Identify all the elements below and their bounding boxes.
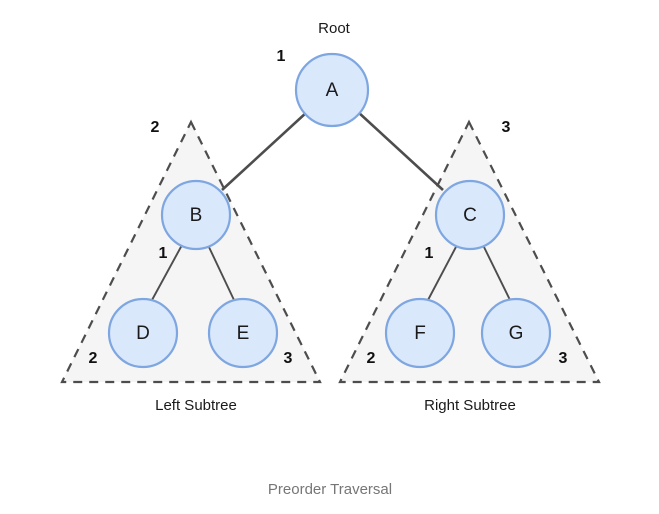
node-f[interactable]: F	[384, 297, 456, 369]
node-b-circle[interactable]	[160, 179, 232, 251]
left-subtree-caption: Left Subtree	[155, 397, 237, 414]
order-number-left-bottom-right: 3	[284, 350, 293, 367]
order-number-root: 1	[277, 48, 286, 65]
node-c-label: C	[463, 205, 477, 226]
figure-caption: Preorder Traversal	[268, 481, 392, 498]
right-subtree-caption: Right Subtree	[424, 397, 516, 414]
left-subtree-region	[60, 119, 322, 384]
node-b-label: B	[190, 205, 203, 226]
node-c-circle[interactable]	[434, 179, 506, 251]
right-subtree-region	[338, 119, 601, 384]
node-a[interactable]: A	[294, 52, 370, 128]
node-a-label: A	[326, 80, 339, 101]
node-f-circle[interactable]	[384, 297, 456, 369]
left-subtree-triangle	[60, 119, 322, 384]
node-e[interactable]: E	[207, 297, 279, 369]
right-subtree-triangle	[338, 119, 601, 384]
node-c[interactable]: C	[434, 179, 506, 251]
order-number-right-parent: 1	[425, 245, 434, 262]
node-b[interactable]: B	[160, 179, 232, 251]
node-e-label: E	[237, 323, 250, 344]
node-e-circle[interactable]	[207, 297, 279, 369]
edge-b-to-d	[151, 244, 183, 301]
order-number-left-parent: 1	[159, 245, 168, 262]
node-f-label: F	[414, 323, 426, 344]
node-d-circle[interactable]	[107, 297, 179, 369]
node-g[interactable]: G	[480, 297, 552, 369]
node-d[interactable]: D	[107, 297, 179, 369]
edge-root-to-right-child	[357, 111, 444, 191]
order-number-right-apex: 3	[502, 119, 511, 136]
order-number-left-apex: 2	[151, 119, 160, 136]
order-number-right-bottom-left: 2	[367, 350, 376, 367]
order-number-left-bottom-left: 2	[89, 350, 98, 367]
edge-c-to-g	[482, 244, 511, 301]
order-number-right-bottom-right: 3	[559, 350, 568, 367]
edge-b-to-e	[207, 244, 235, 301]
node-a-circle[interactable]	[294, 52, 370, 128]
edge-c-to-f	[427, 244, 458, 301]
edge-root-to-left-child	[221, 111, 308, 191]
root-caption: Root	[318, 20, 351, 37]
node-d-label: D	[136, 323, 150, 344]
node-g-circle[interactable]	[480, 297, 552, 369]
node-g-label: G	[509, 323, 524, 344]
